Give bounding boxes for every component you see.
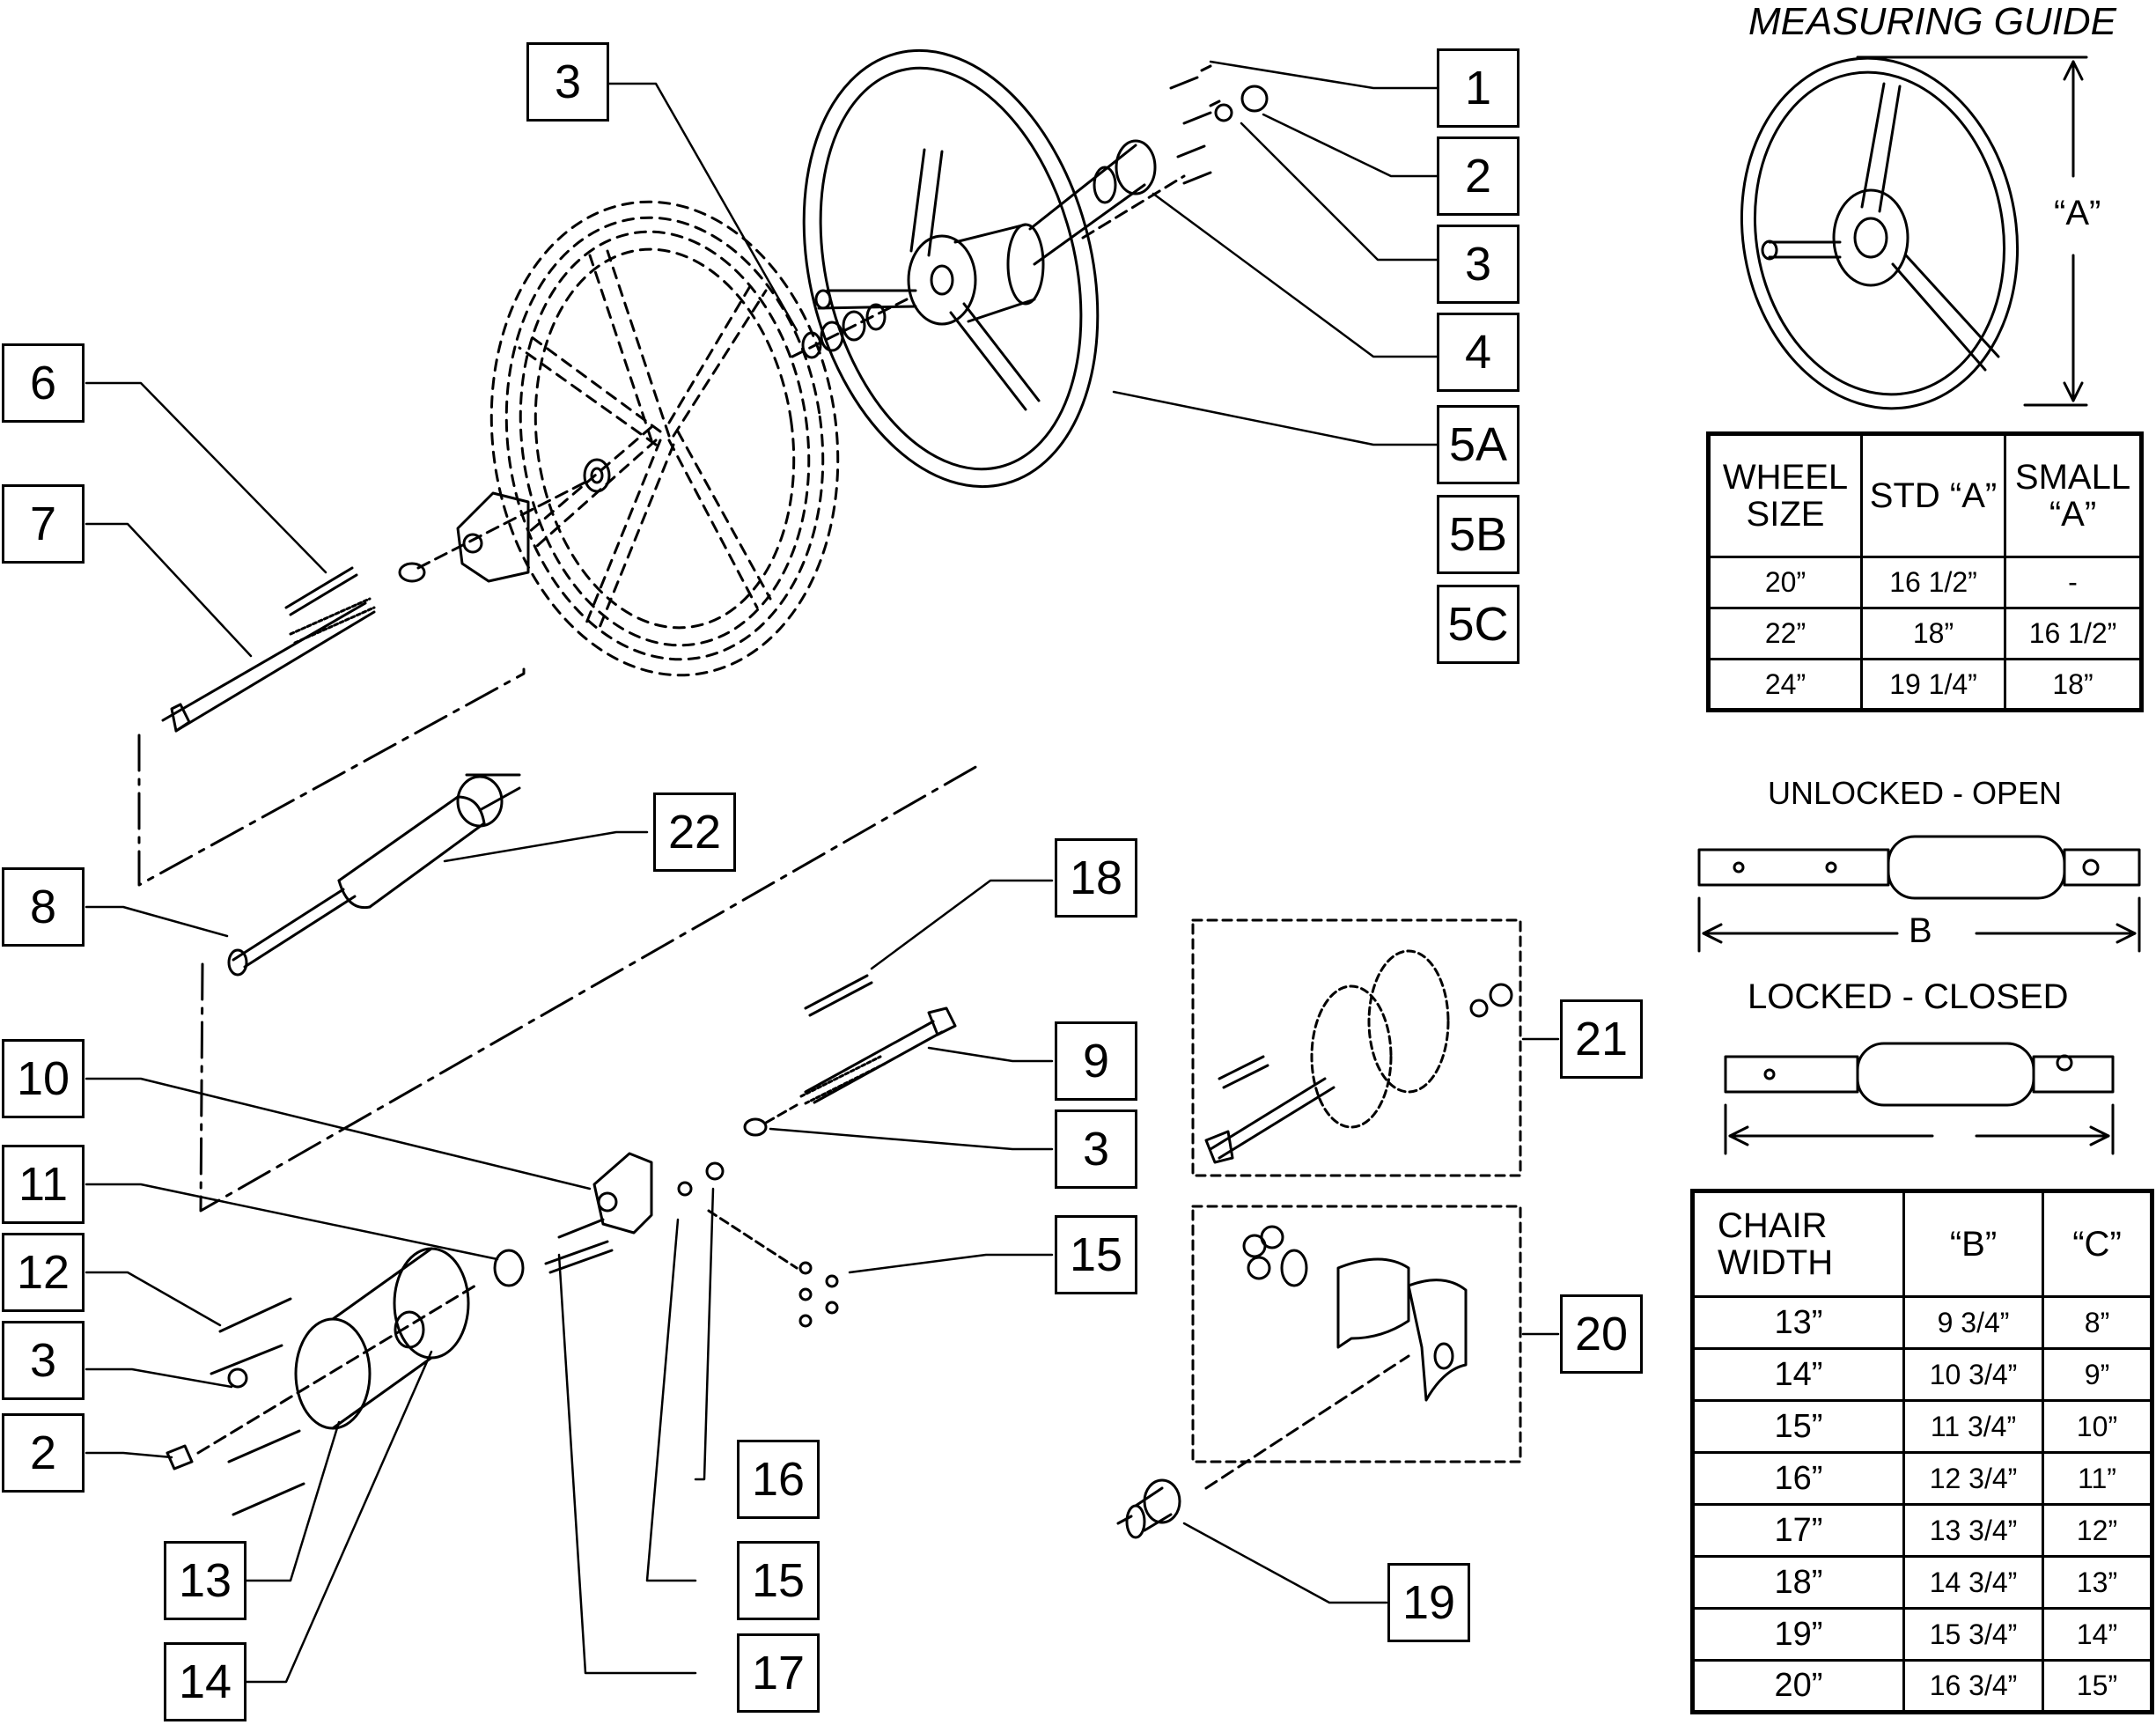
callout-13: 13 <box>164 1541 247 1620</box>
wheel-table-cell: 16 1/2” <box>1860 556 2006 609</box>
kit-21-box <box>1191 918 1522 1177</box>
chair-table-header-b: “B” <box>1902 1190 2044 1298</box>
hub-assembly-top <box>1028 64 1269 266</box>
callout-15-right: 15 <box>1055 1215 1137 1294</box>
measuring-guide-title: MEASURING GUIDE <box>1748 0 2117 43</box>
kit-20-parts <box>1204 1225 1468 1490</box>
callout-7: 7 <box>2 484 85 564</box>
chair-width-table: CHAIR WIDTH “B” “C” 13”9 3/4”8” 14”10 3/… <box>1690 1189 2154 1714</box>
wheel-table-cell: 19 1/4” <box>1860 658 2006 711</box>
chair-table-cell: 10 3/4” <box>1902 1347 2044 1402</box>
chair-table-cell: 13” <box>1691 1295 1905 1350</box>
chair-table-cell: 9 3/4” <box>1902 1295 2044 1350</box>
small-hardware <box>707 1209 839 1328</box>
chair-table-cell: 10” <box>2042 1399 2153 1454</box>
chair-table-cell: 11” <box>2042 1451 2153 1506</box>
callout-18: 18 <box>1055 838 1137 918</box>
wheel-table-cell: 18” <box>2004 658 2143 711</box>
wheel-table-header-std: STD “A” <box>1860 432 2006 558</box>
chair-table-cell: 9” <box>2042 1347 2153 1402</box>
chair-table-cell: 14” <box>2042 1607 2153 1662</box>
wheel-table-header-size: WHEEL SIZE <box>1707 432 1863 558</box>
lower-hub <box>166 1247 477 1516</box>
chair-table-cell: 20” <box>1691 1659 1905 1714</box>
callout-5c: 5C <box>1437 585 1520 664</box>
lower-shaft <box>743 974 957 1137</box>
tube-locked-closed <box>1724 1042 2115 1155</box>
locked-closed-title: LOCKED - CLOSED <box>1748 977 2069 1016</box>
wheel-table-cell: 18” <box>1860 607 2006 660</box>
chair-table-cell: 12” <box>2042 1503 2153 1558</box>
washer-stack <box>791 298 909 359</box>
hand-wheel <box>802 48 1100 489</box>
chair-table-cell: 12 3/4” <box>1902 1451 2044 1506</box>
kit-20-box <box>1191 1205 1522 1463</box>
callout-3-low: 3 <box>2 1321 85 1400</box>
wheel-table-cell: 20” <box>1707 556 1863 609</box>
callout-10: 10 <box>2 1039 85 1118</box>
dashed-wheel-reference <box>489 200 840 677</box>
dimension-a-label: “A” <box>2054 194 2101 232</box>
callout-5a: 5A <box>1437 405 1520 484</box>
callout-19: 19 <box>1387 1563 1470 1642</box>
chair-table-cell: 14” <box>1691 1347 1905 1402</box>
callout-16: 16 <box>737 1440 820 1519</box>
callout-15-low: 15 <box>737 1541 820 1620</box>
tube-unlocked-open <box>1697 835 2141 953</box>
callout-22: 22 <box>653 792 736 872</box>
chair-table-cell: 13” <box>2042 1555 2153 1610</box>
callout-3-mid: 3 <box>1055 1109 1137 1189</box>
dash-link-mid <box>199 760 979 1213</box>
chair-table-cell: 15” <box>2042 1659 2153 1714</box>
callout-3-top: 3 <box>526 42 609 122</box>
callout-6: 6 <box>2 343 85 423</box>
chair-table-cell: 17” <box>1691 1503 1905 1558</box>
bumper-plug <box>1116 1478 1181 1539</box>
callout-8: 8 <box>2 867 85 947</box>
chair-table-cell: 16” <box>1691 1451 1905 1506</box>
chair-table-cell: 11 3/4” <box>1902 1399 2044 1454</box>
chair-table-cell: 16 3/4” <box>1902 1659 2044 1714</box>
unlocked-open-title: UNLOCKED - OPEN <box>1768 775 2063 811</box>
measuring-guide-wheel <box>1740 55 2088 410</box>
chair-table-cell: 19” <box>1691 1607 1905 1662</box>
dash-link-top <box>137 667 526 887</box>
telescoping-tube <box>227 773 521 977</box>
chair-table-cell: 14 3/4” <box>1902 1555 2044 1610</box>
callout-9: 9 <box>1055 1021 1137 1101</box>
callout-5b: 5B <box>1437 495 1520 574</box>
callout-11: 11 <box>2 1145 85 1224</box>
callout-2: 2 <box>1437 136 1520 216</box>
wheel-table-cell: 24” <box>1707 658 1863 711</box>
upper-bracket <box>398 458 611 583</box>
chair-table-header-c: “C” <box>2042 1190 2153 1298</box>
callout-12: 12 <box>2 1233 85 1312</box>
kit-21-parts <box>1204 949 1513 1164</box>
callout-21: 21 <box>1560 999 1643 1079</box>
chair-table-cell: 15 3/4” <box>1902 1607 2044 1662</box>
upper-shaft <box>161 566 376 733</box>
wheel-table-header-small: SMALL “A” <box>2004 432 2143 558</box>
wheel-table-cell: 16 1/2” <box>2004 607 2143 660</box>
callout-2-low: 2 <box>2 1413 85 1493</box>
chair-table-cell: 18” <box>1691 1555 1905 1610</box>
callout-3: 3 <box>1437 225 1520 304</box>
callout-17: 17 <box>737 1633 820 1713</box>
chair-table-header-width: CHAIR WIDTH <box>1691 1190 1905 1298</box>
wheel-table-cell: - <box>2004 556 2143 609</box>
dimension-b-label: B <box>1909 911 1932 950</box>
chair-table-cell: 15” <box>1691 1399 1905 1454</box>
wheel-size-table: WHEEL SIZE STD “A” SMALL “A” 20” 16 1/2”… <box>1706 431 2144 712</box>
wheel-table-cell: 22” <box>1707 607 1863 660</box>
callout-1: 1 <box>1437 48 1520 128</box>
chair-table-cell: 8” <box>2042 1295 2153 1350</box>
callout-20: 20 <box>1560 1294 1643 1374</box>
callout-4: 4 <box>1437 313 1520 392</box>
chair-table-cell: 13 3/4” <box>1902 1503 2044 1558</box>
leader-lines <box>85 60 1560 1684</box>
callout-14: 14 <box>164 1642 247 1721</box>
